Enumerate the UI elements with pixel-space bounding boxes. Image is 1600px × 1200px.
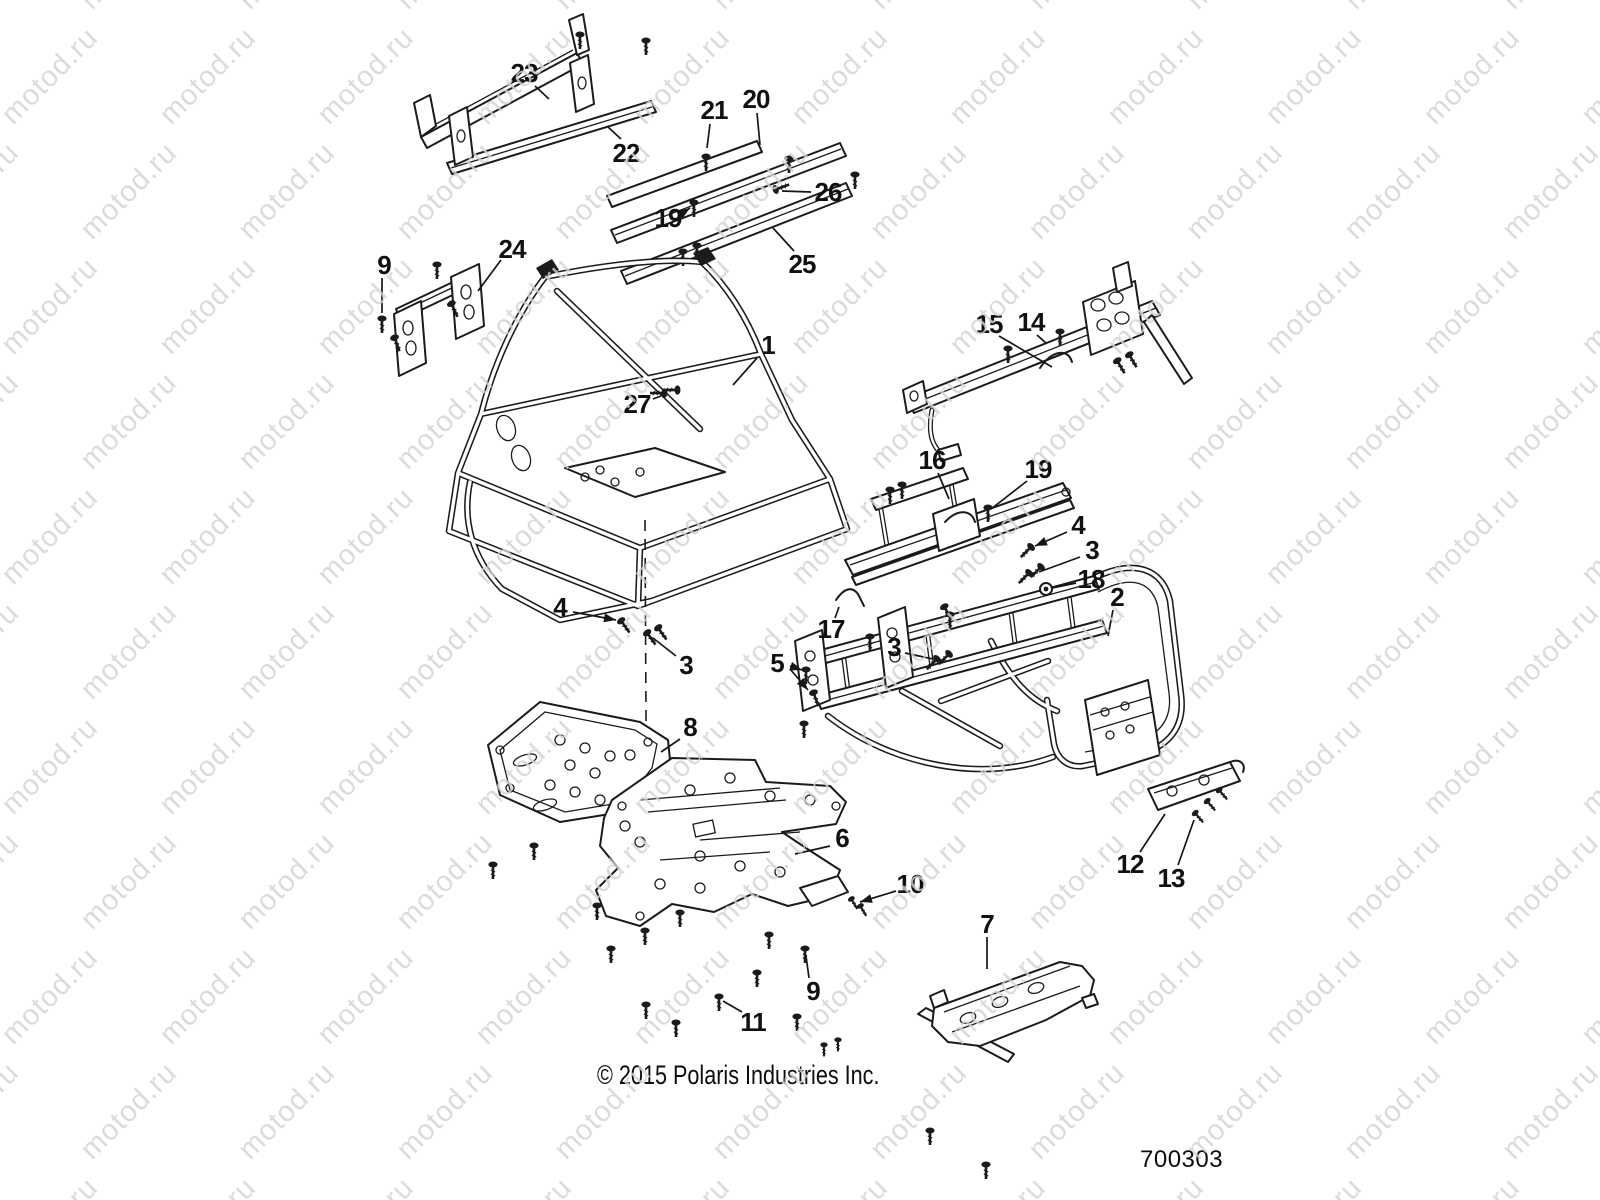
callout-number: 27 (624, 389, 651, 419)
callout-2: 2 (1107, 582, 1125, 637)
callout-number: 11 (740, 1007, 766, 1037)
callout-number: 21 (701, 95, 728, 125)
callout-14: 14 (1018, 307, 1047, 344)
part-plate-7 (917, 961, 1099, 1063)
callout-number: 2 (1110, 582, 1124, 612)
callout-16: 16 (919, 445, 950, 500)
callout-5: 5 (770, 648, 809, 691)
part-skid-plate-6 (595, 757, 871, 927)
callout-number: 24 (499, 234, 527, 264)
callout-number: 12 (1117, 849, 1144, 879)
part-bracket-24 (393, 260, 485, 377)
callout-11: 11 (722, 1000, 767, 1037)
callout-24: 24 (477, 234, 528, 292)
callout-number: 25 (789, 249, 816, 279)
callout-22: 22 (607, 126, 641, 168)
callout-number: 19 (655, 203, 682, 233)
part-main-frame-1 (449, 247, 847, 649)
callout-15: 15 (976, 309, 1053, 368)
callout-25: 25 (772, 227, 817, 279)
copyright-text: © 2015 Polaris Industries Inc. (597, 1060, 880, 1090)
callout-number: 5 (770, 648, 784, 678)
callout-4: 4 (553, 592, 617, 623)
callout-number: 4 (1071, 510, 1086, 540)
callout-17: 17 (818, 606, 846, 644)
part-bracket-12 (1147, 759, 1245, 811)
callout-7: 7 (980, 909, 995, 969)
callout-number: 10 (897, 869, 924, 899)
callout-1: 1 (732, 330, 776, 386)
callout-number: 7 (980, 909, 994, 939)
callout-3: 3 (652, 637, 694, 680)
callout-21: 21 (701, 95, 729, 149)
callout-number: 17 (818, 614, 845, 644)
part-rail-16-19 (844, 467, 1075, 586)
part-rail-20-21 (606, 140, 847, 244)
callout-20: 20 (743, 84, 771, 146)
callout-9: 9 (805, 955, 821, 1006)
callout-number: 20 (743, 84, 770, 114)
callout-19: 19 (990, 454, 1053, 510)
callout-13: 13 (1158, 819, 1195, 893)
callout-number: 9 (806, 976, 820, 1006)
callout-9: 9 (377, 250, 392, 313)
callout-number: 6 (835, 823, 849, 853)
callout-number: 8 (683, 712, 697, 742)
callout-number: 3 (887, 632, 901, 662)
callout-4: 4 (1034, 510, 1087, 547)
callout-number: 3 (1085, 535, 1099, 565)
part-rail-14-15 (843, 261, 1193, 698)
diagram-number: 700303 (1140, 1146, 1224, 1173)
callout-number: 13 (1158, 863, 1185, 893)
callout-number: 4 (553, 592, 568, 622)
callout-number: 9 (377, 250, 391, 280)
callout-number: 22 (613, 138, 640, 168)
callout-number: 16 (919, 445, 946, 475)
callout-number: 19 (1025, 454, 1052, 484)
part-rear-frame-2 (794, 540, 1182, 776)
callout-23: 23 (511, 58, 550, 100)
callout-number: 18 (1078, 564, 1105, 594)
callout-number: 15 (976, 309, 1003, 339)
callout-10: 10 (859, 869, 925, 903)
callout-number: 1 (761, 330, 775, 360)
callout-6: 6 (794, 823, 850, 855)
callout-number: 26 (815, 177, 842, 207)
callout-number: 3 (679, 650, 693, 680)
callout-19: 19 (655, 203, 691, 233)
callout-3: 3 (887, 632, 934, 662)
callout-3: 3 (1038, 535, 1100, 573)
callout-8: 8 (660, 712, 698, 753)
callout-27: 27 (624, 389, 662, 419)
callout-18: 18 (1051, 564, 1106, 594)
callout-12: 12 (1117, 813, 1166, 879)
callout-number: 23 (511, 58, 538, 88)
part-bracket-22 (446, 54, 657, 175)
callout-number: 14 (1018, 307, 1046, 337)
callout-26: 26 (781, 177, 843, 207)
